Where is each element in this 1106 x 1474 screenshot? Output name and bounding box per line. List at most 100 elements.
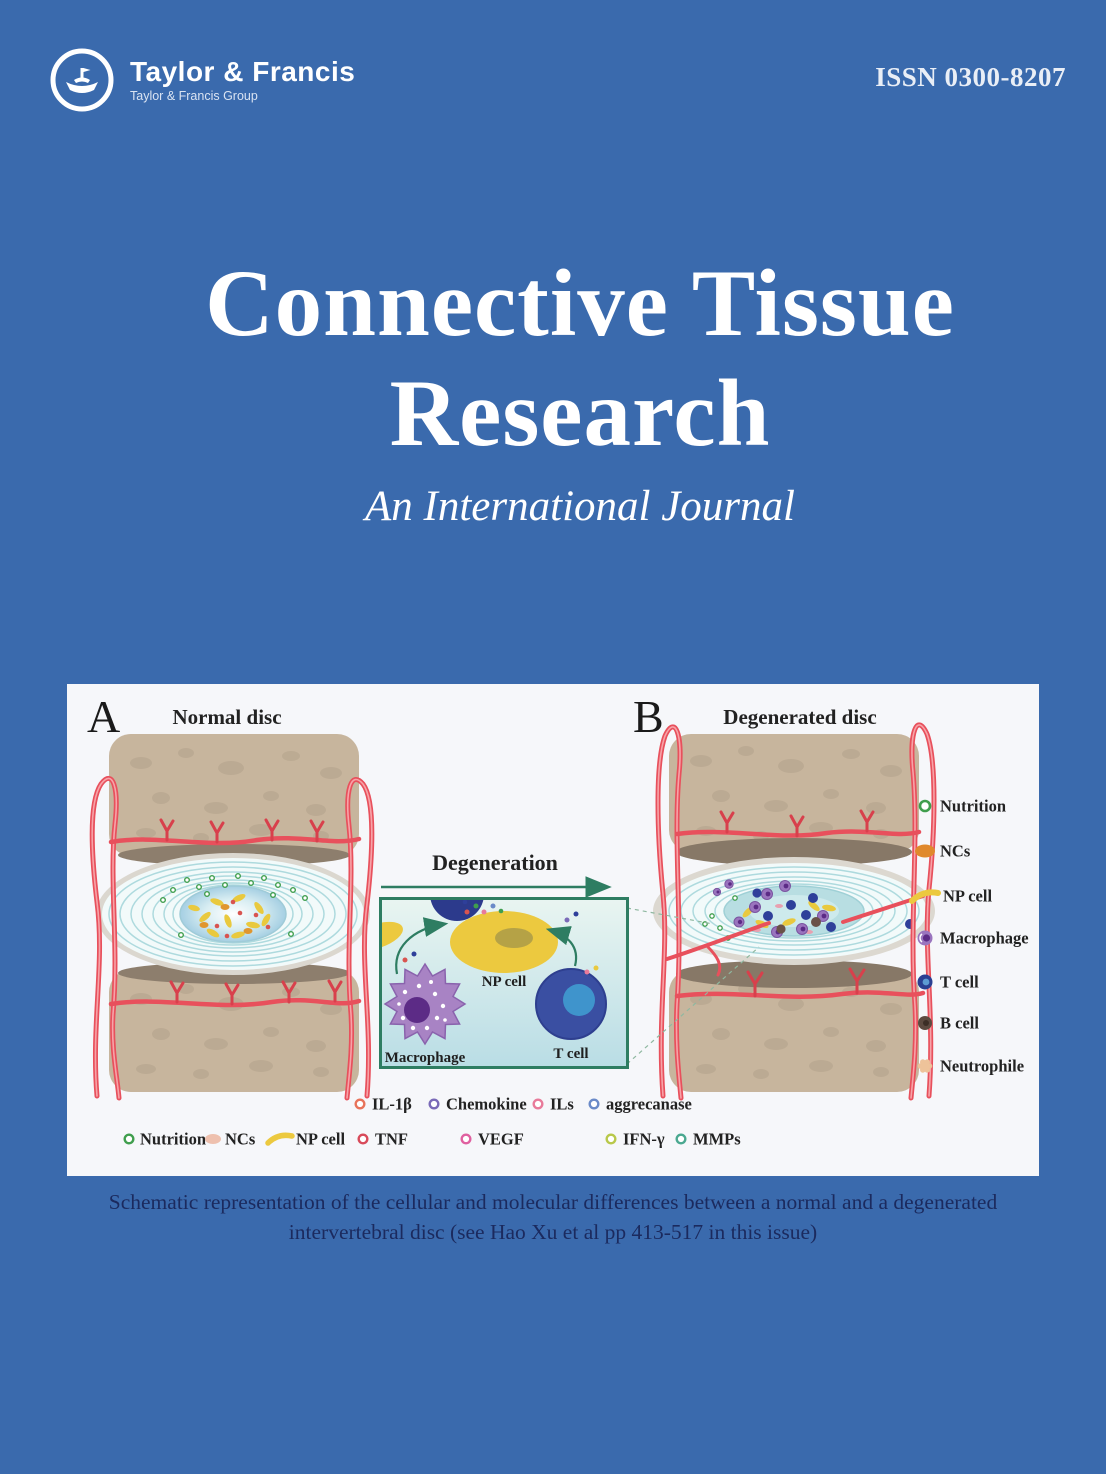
legend-label: IFN-γ <box>623 1130 665 1149</box>
inset-cytokine-dots <box>402 900 599 975</box>
legend-item-ncs: NCs <box>915 842 971 861</box>
np-cells-a <box>188 893 271 939</box>
ifn-icon <box>605 1133 617 1145</box>
legend-label: Neutrophile <box>940 1057 1024 1076</box>
tnf-icon <box>357 1133 369 1145</box>
inset-macrophage-label: Macrophage <box>385 1050 466 1066</box>
molecule-legend-row2: Nutrition NCs NP cell TNF VEGF IFN-γ <box>123 1130 741 1149</box>
panel-a-title: Normal disc <box>172 705 281 729</box>
nucleus-pulposus-a <box>179 885 287 943</box>
legend-label: NP cell <box>296 1130 345 1149</box>
legend-label: IL-1β <box>372 1095 412 1114</box>
legend-label: NP cell <box>943 887 992 906</box>
legend-label: Nutrition <box>940 797 1006 816</box>
legend-label: TNF <box>375 1130 408 1149</box>
legend-item-il1b: IL-1β <box>354 1095 412 1114</box>
legend-item-np-cell2: NP cell <box>265 1130 345 1149</box>
legend-item-ifn: IFN-γ <box>605 1130 665 1149</box>
panel-a: A Normal disc <box>87 691 375 1101</box>
panel-a-label: A <box>87 691 120 742</box>
publisher-logo: Taylor & Francis Taylor & Francis Group <box>48 46 355 114</box>
panel-b: B Degenerated disc <box>633 691 937 1101</box>
nc-cells-a <box>199 904 253 934</box>
journal-title-line1: Connective Tissue <box>205 250 955 356</box>
legend-label: VEGF <box>478 1130 524 1149</box>
legend-item-nutrition2: Nutrition <box>123 1130 206 1149</box>
legend-item-nutrition: Nutrition <box>918 797 1006 816</box>
inset-np-cell <box>450 911 558 973</box>
magnification-lines <box>626 907 760 1065</box>
inset-box: NP cell Macrophage T cell <box>379 897 629 1069</box>
nc-icon <box>915 844 935 858</box>
np-cell-icon <box>909 889 941 904</box>
macrophage-icon <box>917 930 933 946</box>
legend-item-macrophage: Macrophage <box>917 929 1029 948</box>
ils-icon <box>532 1098 544 1110</box>
legend-label: T cell <box>940 973 979 992</box>
chemokine-icon <box>428 1098 440 1110</box>
legend-item-ils: ILs <box>532 1095 574 1114</box>
publisher-name: Taylor & Francis <box>130 55 356 87</box>
legend-item-np-cell: NP cell <box>909 887 992 906</box>
cover-figure: A Normal disc <box>87 691 1029 1149</box>
t-cell-icon <box>917 974 933 990</box>
legend-item-mmps: MMPs <box>675 1130 741 1149</box>
panel-b-title: Degenerated disc <box>723 705 876 729</box>
legend-item-aggrecanase: aggrecanase <box>588 1095 692 1114</box>
legend-item-tnf: TNF <box>357 1130 408 1149</box>
publisher-group: Taylor & Francis Group <box>130 89 258 104</box>
mmps-icon <box>675 1133 687 1145</box>
legend-item-vegf: VEGF <box>460 1130 524 1149</box>
vertebra-bottom-b <box>669 960 919 1092</box>
molecule-dots-a <box>214 899 271 939</box>
nutrition-icon <box>123 1133 135 1145</box>
legend-label: ILs <box>550 1095 574 1114</box>
nutrition-dots-a <box>159 872 308 938</box>
legend-label: aggrecanase <box>606 1095 692 1114</box>
legend-label: Nutrition <box>140 1130 206 1149</box>
nutrition-icon <box>918 799 932 813</box>
degeneration-label: Degeneration <box>432 850 558 875</box>
np-cell-icon <box>265 1132 295 1146</box>
legend-label: NCs <box>940 842 971 861</box>
inset-t-cell <box>535 968 607 1040</box>
legend-label: B cell <box>940 1014 979 1033</box>
legend-label: Chemokine <box>446 1095 527 1114</box>
issn-number: ISSN 0300-8207 <box>875 62 1066 92</box>
vertebra-top-b <box>669 734 919 866</box>
journal-subtitle: An International Journal <box>365 483 795 531</box>
cell-legend: Nutrition NCs NP cell Macrophage <box>909 797 1029 1076</box>
b-cell-icon <box>918 1016 932 1030</box>
legend-label: MMPs <box>693 1130 741 1149</box>
nc-icon <box>205 1134 221 1144</box>
journal-title-line2: Research <box>389 360 771 467</box>
il1b-icon <box>354 1098 366 1110</box>
caption-line1: Schematic representation of the cellular… <box>108 1190 998 1214</box>
vertebra-top-a <box>109 734 359 866</box>
molecule-legend-row1: IL-1β Chemokine ILs aggrecanase <box>354 1095 692 1114</box>
legend-item-ncs2: NCs <box>205 1130 256 1149</box>
legend-item-b-cell: B cell <box>918 1014 979 1033</box>
legend-item-neutrophile: Neutrophile <box>917 1057 1024 1076</box>
blood-vessels-a <box>89 775 375 1101</box>
vertebra-bottom-a <box>109 962 359 1092</box>
neutrophile-icon <box>917 1059 933 1073</box>
degeneration-arrow-group: Degeneration <box>381 850 612 898</box>
cover-figure-panel: A Normal disc <box>67 684 1039 1176</box>
panel-b-label: B <box>633 691 664 742</box>
inset-t-cell-label: T cell <box>553 1046 588 1062</box>
degenerated-disc <box>653 857 935 965</box>
legend-item-t-cell: T cell <box>917 973 979 992</box>
figure-caption: Schematic representation of the cellular… <box>0 1188 1106 1247</box>
taylor-francis-logo-icon <box>50 48 114 112</box>
legend-item-chemokine: Chemokine <box>428 1095 527 1114</box>
inset-np-cell-label: NP cell <box>482 974 527 990</box>
b-cells-b <box>776 917 821 934</box>
partial-cell <box>430 900 484 921</box>
legend-label: NCs <box>225 1130 256 1149</box>
masthead: Connective Tissue Research An Internatio… <box>0 248 1106 531</box>
normal-disc <box>96 853 370 975</box>
vegf-icon <box>460 1133 472 1145</box>
aggrecanase-icon <box>588 1098 600 1110</box>
